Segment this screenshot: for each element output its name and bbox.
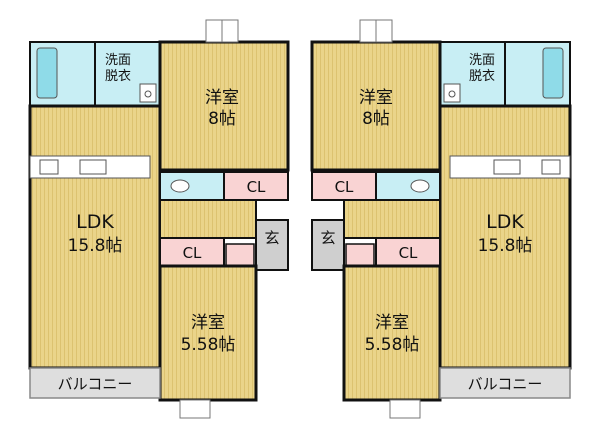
hallway xyxy=(343,199,441,239)
bedroom-top-size: 8帖 xyxy=(362,109,390,129)
closet-upper-label: CL xyxy=(247,178,266,196)
closet-lower-label: CL xyxy=(399,244,418,262)
bedroom-bottom xyxy=(342,264,442,402)
kitchen-sink-icon xyxy=(79,159,107,175)
kitchen-counter-icon xyxy=(449,155,571,179)
bedroom-top-name: 洋室 xyxy=(359,88,393,108)
toilet-room xyxy=(159,171,225,201)
wash-room-label-1: 洗面 xyxy=(105,53,131,68)
toilet-room xyxy=(375,171,441,201)
balcony xyxy=(439,367,571,399)
ldk-name: LDK xyxy=(76,211,114,233)
unit-left: 洗面 脱衣 洋室 8帖 LDK 15.8帖 CL 玄 CL 洋室 5 xyxy=(28,19,290,419)
bathtub-icon xyxy=(36,47,58,99)
hallway xyxy=(159,199,257,239)
entrance-label: 玄 xyxy=(320,229,335,247)
toilet-icon xyxy=(410,179,430,193)
ldk-size: 15.8帖 xyxy=(478,236,533,256)
bedroom-bottom-size: 5.58帖 xyxy=(365,335,420,355)
window-bottom xyxy=(389,399,421,419)
bedroom-bottom xyxy=(158,264,258,402)
window-bottom xyxy=(179,399,211,419)
bedroom-bottom-name: 洋室 xyxy=(375,313,409,333)
stove-icon xyxy=(541,159,561,175)
kitchen-counter-icon xyxy=(29,155,151,179)
closet-upper-label: CL xyxy=(335,178,354,196)
wash-room-label-1: 洗面 xyxy=(469,53,495,68)
entrance xyxy=(311,219,345,271)
bedroom-top-size: 8帖 xyxy=(208,109,236,129)
sink-icon xyxy=(139,83,157,103)
shoe-closet xyxy=(345,243,375,267)
sink-bowl-icon xyxy=(144,90,152,98)
closet-lower xyxy=(159,237,225,267)
toilet-icon xyxy=(170,179,190,193)
kitchen-sink-icon xyxy=(493,159,521,175)
ldk-name: LDK xyxy=(486,211,524,233)
closet-lower-label: CL xyxy=(183,244,202,262)
sink-icon xyxy=(443,83,461,103)
bedroom-top-name: 洋室 xyxy=(205,88,239,108)
bedroom-bottom-size: 5.58帖 xyxy=(181,335,236,355)
wash-room-label-2: 脱衣 xyxy=(105,68,131,84)
sink-bowl-icon xyxy=(448,90,456,98)
bathtub-icon xyxy=(542,47,564,99)
shoe-closet xyxy=(225,243,255,267)
balcony-label: バルコニー xyxy=(58,375,133,393)
entrance xyxy=(255,219,289,271)
ldk-size: 15.8帖 xyxy=(68,236,123,256)
unit-right: 洗面 脱衣 洋室 8帖 LDK 15.8帖 CL 玄 CL 洋室 5.58帖 xyxy=(310,19,572,419)
wash-room-label-2: 脱衣 xyxy=(469,68,495,84)
stove-icon xyxy=(39,159,59,175)
balcony xyxy=(29,367,161,399)
closet-lower xyxy=(375,237,441,267)
entrance-label: 玄 xyxy=(264,229,279,247)
bedroom-bottom-name: 洋室 xyxy=(191,313,225,333)
balcony-label: バルコニー xyxy=(468,375,543,393)
